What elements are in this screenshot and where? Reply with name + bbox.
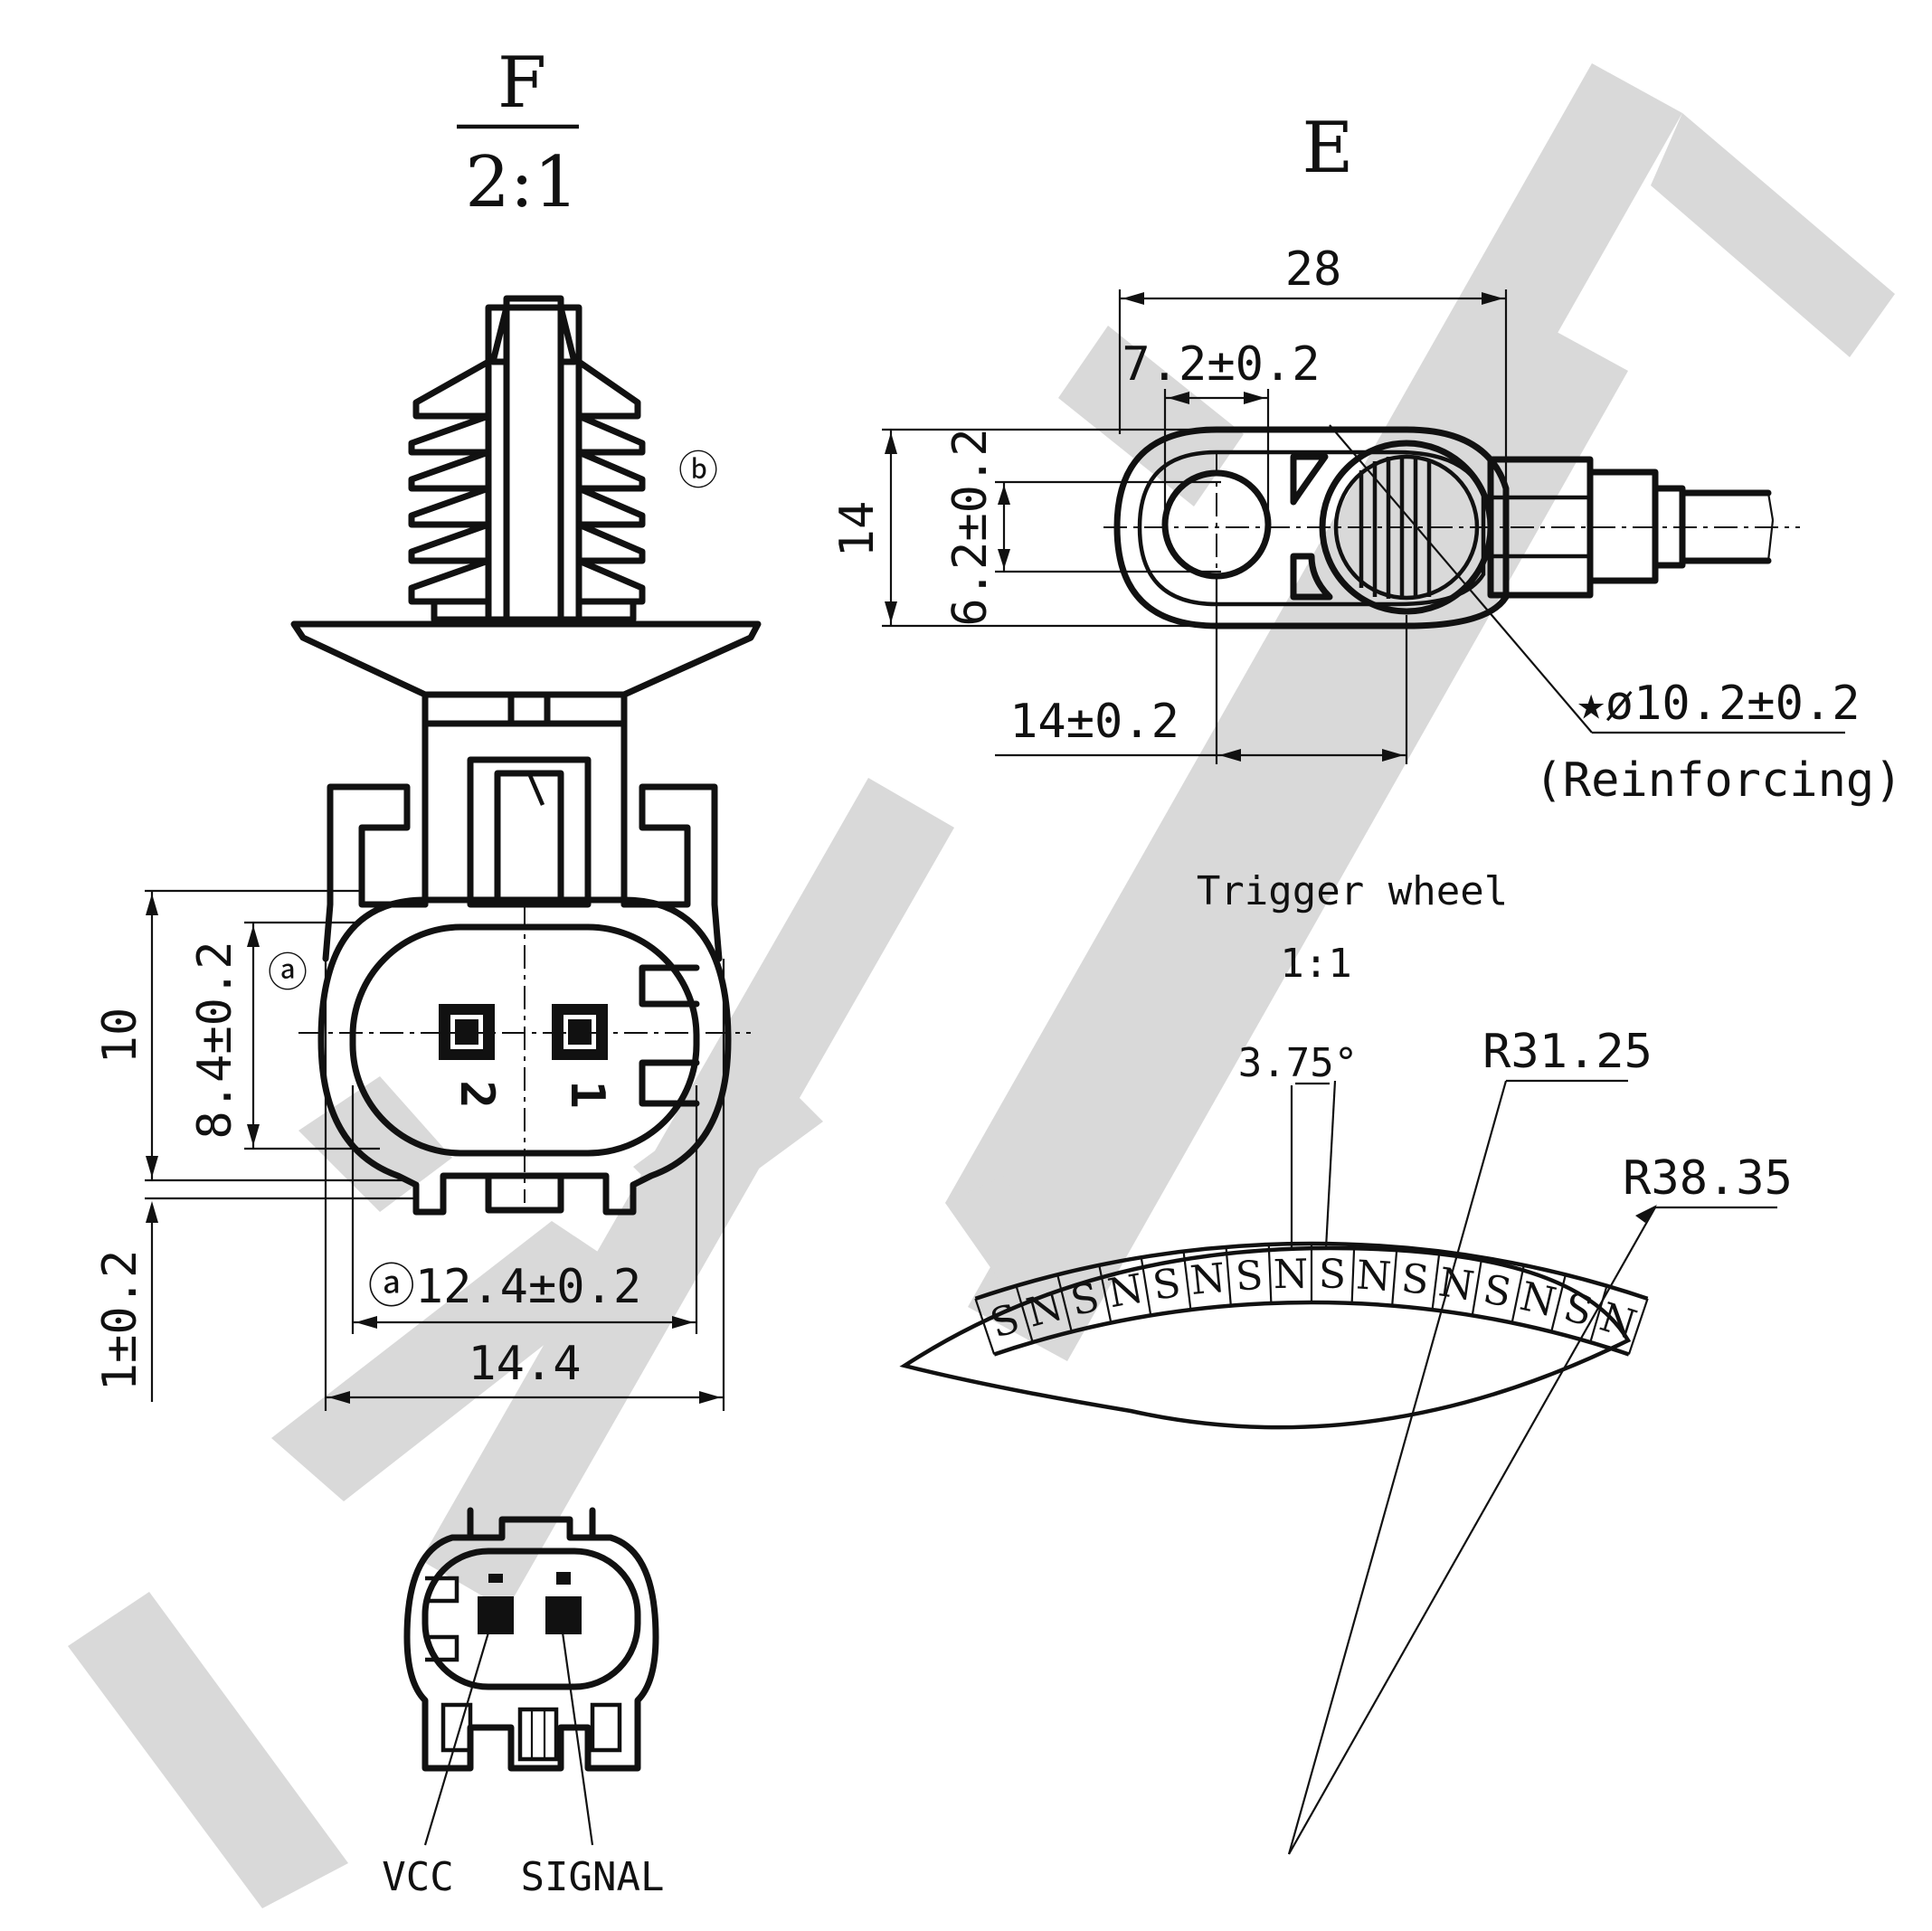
pole-divider (1056, 1274, 1073, 1332)
dim-length-28: 28 (1118, 242, 1508, 488)
pole-label: S (1235, 1253, 1264, 1301)
pole-divider (1267, 1244, 1273, 1303)
pole-divider (1182, 1251, 1192, 1311)
view-f-title: F (497, 43, 546, 124)
view-f: F 2:1 ⓑ (93, 43, 762, 1411)
pole-label: S (1318, 1251, 1346, 1298)
pin-vcc-label: VCC (382, 1854, 453, 1900)
pole-divider (1225, 1246, 1232, 1306)
reinforce-note: (Reinforcing) (1535, 753, 1903, 808)
dim-height-14-text: 14 (830, 501, 885, 558)
pole-label: S (1150, 1260, 1183, 1310)
dim-height-14: 14 (830, 428, 1221, 628)
view-e: E (830, 108, 1903, 808)
outer-radius-label: R38.35 (1623, 1151, 1793, 1206)
dim-reinforce-text: ★ø10.2±0.2 (1577, 677, 1860, 731)
watermark (68, 63, 1895, 1908)
trigger-wheel-title: Trigger wheel (1197, 868, 1508, 914)
dim-hole-dia-text: 7.2±0.2 (1122, 337, 1320, 392)
trigger-wheel-scale: 1:1 (1280, 941, 1351, 987)
connector-end-view: VCC SIGNAL (382, 1507, 665, 1900)
pole-label: N (1516, 1273, 1560, 1326)
pole-divider (1511, 1264, 1525, 1323)
latch-body (322, 756, 723, 962)
dim-inner-width: ⓐ12.4±0.2 (351, 1085, 698, 1334)
pole-divider (1589, 1285, 1608, 1343)
inner-radius-label: R31.25 (1482, 1025, 1653, 1079)
balloon-b: ⓑ (678, 448, 718, 494)
pole-divider (1015, 1285, 1034, 1343)
pole-label: N (1273, 1251, 1309, 1298)
dim-centers: 14±0.2 (995, 579, 1408, 764)
pin-2-label: 2 (450, 1080, 504, 1108)
dim-pin-span: 8.4±0.2 (188, 921, 380, 1150)
pole-divider (1140, 1257, 1152, 1316)
pole-label: S (1399, 1255, 1431, 1304)
pole-divider (1391, 1246, 1398, 1306)
view-f-scale: 2:1 (465, 142, 579, 223)
pole-label: N (1104, 1265, 1147, 1317)
dim-reinforce: ★ø10.2±0.2 (Reinforcing) (1329, 424, 1903, 808)
dim-offset: 1±0.2 (93, 1197, 416, 1402)
dim-height-10-text: 10 (93, 1008, 147, 1065)
pole-label: S (1559, 1284, 1597, 1336)
trigger-wheel-angle: 3.75° (1238, 1040, 1358, 1086)
pin-signal-label: SIGNAL (521, 1854, 665, 1900)
balloon-a: ⓐ (268, 950, 308, 996)
pole-label: S (1480, 1266, 1515, 1317)
dim-hole-dia: 7.2±0.2 (1122, 337, 1321, 525)
trigger-wheel: Trigger wheel 1:1 3.75° R31.25 R38.35 SN… (899, 868, 1793, 1855)
pole-label: N (1355, 1252, 1393, 1300)
pole-divider (1431, 1251, 1441, 1311)
pole-label: N (1189, 1254, 1227, 1304)
view-e-title: E (1302, 108, 1354, 189)
flange (290, 620, 762, 698)
dim-pin-span-text: 8.4±0.2 (188, 941, 242, 1139)
dim-offset-text: 1±0.2 (93, 1250, 147, 1392)
dim-inner-width-text: ⓐ12.4±0.2 (368, 1260, 641, 1314)
pole-divider (1350, 1244, 1356, 1303)
pin-1-label: 1 (560, 1080, 614, 1108)
pole-divider (1627, 1298, 1649, 1355)
pole-divider (1098, 1264, 1113, 1323)
pole-divider (974, 1298, 996, 1355)
pole-divider (1550, 1274, 1567, 1332)
dim-centers-text: 14±0.2 (1009, 695, 1179, 749)
dim-height-10: 10 (93, 889, 407, 1182)
fir-tree-clip (408, 295, 646, 628)
dim-outer-width: 14.4 (324, 959, 725, 1411)
dim-hole-height-text: 6.2±0.2 (943, 428, 998, 626)
dim-hole-height: 6.2±0.2 (943, 428, 1221, 627)
pole-divider (1471, 1257, 1483, 1316)
pole-label: N (1435, 1259, 1476, 1310)
dim-length-28-text: 28 (1285, 242, 1342, 297)
dim-outer-width-text: 14.4 (468, 1337, 581, 1391)
pins: 2 1 (439, 1004, 614, 1109)
